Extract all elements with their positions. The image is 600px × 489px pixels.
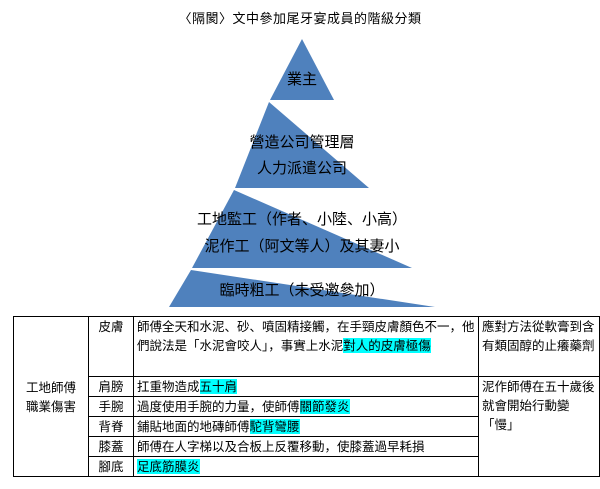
body-part-cell: 膝蓋 bbox=[88, 436, 134, 457]
pyramid-label-management-line1: 營造公司管理層 bbox=[249, 133, 354, 151]
highlighted-text: 足底筋膜炎 bbox=[137, 459, 200, 474]
pyramid-label-owner: 業主 bbox=[287, 70, 317, 88]
description-cell: 足底筋膜炎 bbox=[133, 456, 479, 477]
body-part-cell: 腳底 bbox=[88, 456, 134, 477]
table-row: 手腕 過度使用手腕的力量，使師傅關節發炎 bbox=[14, 396, 600, 417]
highlighted-text: 駝背彎腰 bbox=[249, 419, 300, 434]
body-part-cell: 背脊 bbox=[88, 416, 134, 437]
category-line: 職業傷害 bbox=[25, 398, 76, 414]
pyramid-level-owner bbox=[270, 39, 334, 100]
hierarchy-pyramid: 業主 營造公司管理層 人力派遣公司 工地監工（作者、小陸、小高） 泥作工（阿文等… bbox=[169, 39, 435, 307]
body-part-cell: 肩膀 bbox=[88, 376, 134, 397]
pyramid-level-supervisors bbox=[192, 190, 412, 268]
pyramid-label-supervisors-line2: 泥作工（阿文等人）及其妻小 bbox=[204, 237, 399, 255]
table-row: 肩膀 扛重物造成五十肩 泥作師傅在五十歲後就會開始行動變「慢」 bbox=[14, 376, 600, 477]
pyramid-label-supervisors-line1: 工地監工（作者、小陸、小高） bbox=[197, 210, 407, 228]
table-row: 工地師傅 職業傷害 皮膚 師傅全天和水泥、砂、噴固精接觸，在手頸皮膚顏色不一，他… bbox=[13, 316, 600, 477]
highlighted-text: 對人的皮膚極傷 bbox=[343, 338, 431, 353]
highlighted-text: 關節發炎 bbox=[299, 399, 350, 414]
category-line: 工地師傅 bbox=[25, 379, 76, 395]
note-cell: 泥作師傅在五十歲後就會開始行動變「慢」 bbox=[478, 376, 600, 477]
pyramid-level-management bbox=[235, 102, 369, 188]
table-row: 背脊 鋪貼地面的地磚師傅駝背彎腰 bbox=[14, 416, 600, 437]
description-cell: 過度使用手腕的力量，使師傅關節發炎 bbox=[133, 396, 479, 417]
description-cell: 師傅在人字梯以及合板上反覆移動，使膝蓋過早耗損 bbox=[133, 436, 479, 457]
pyramid-label-temp-laborers: 臨時粗工（未受邀參加） bbox=[219, 281, 384, 299]
description-cell: 師傅全天和水泥、砂、噴固精接觸，在手頸皮膚顏色不一，他們說法是「水泥會咬人」，事… bbox=[133, 316, 479, 377]
category-cell: 工地師傅 職業傷害 bbox=[13, 316, 89, 477]
occupational-injury-table: 工地師傅 職業傷害 皮膚 師傅全天和水泥、砂、噴固精接觸，在手頸皮膚顏色不一，他… bbox=[13, 316, 600, 477]
description-cell: 鋪貼地面的地磚師傅駝背彎腰 bbox=[133, 416, 479, 437]
highlighted-text: 五十肩 bbox=[199, 379, 238, 394]
description-cell: 扛重物造成五十肩 bbox=[133, 376, 479, 397]
note-cell: 應對方法從軟膏到含有類固醇的止癢藥劑 bbox=[478, 316, 600, 377]
table-row: 膝蓋 師傅在人字梯以及合板上反覆移動，使膝蓋過早耗損 bbox=[14, 436, 600, 457]
body-part-cell: 皮膚 bbox=[88, 316, 134, 377]
table-row: 腳底 足底筋膜炎 bbox=[14, 456, 600, 477]
body-part-cell: 手腕 bbox=[88, 396, 134, 417]
pyramid-label-management-line2: 人力派遣公司 bbox=[257, 159, 347, 177]
page-title: 〈隔閡〉文中參加尾牙宴成員的階級分類 bbox=[178, 12, 422, 27]
pyramid-level-temp-laborers bbox=[169, 270, 435, 307]
